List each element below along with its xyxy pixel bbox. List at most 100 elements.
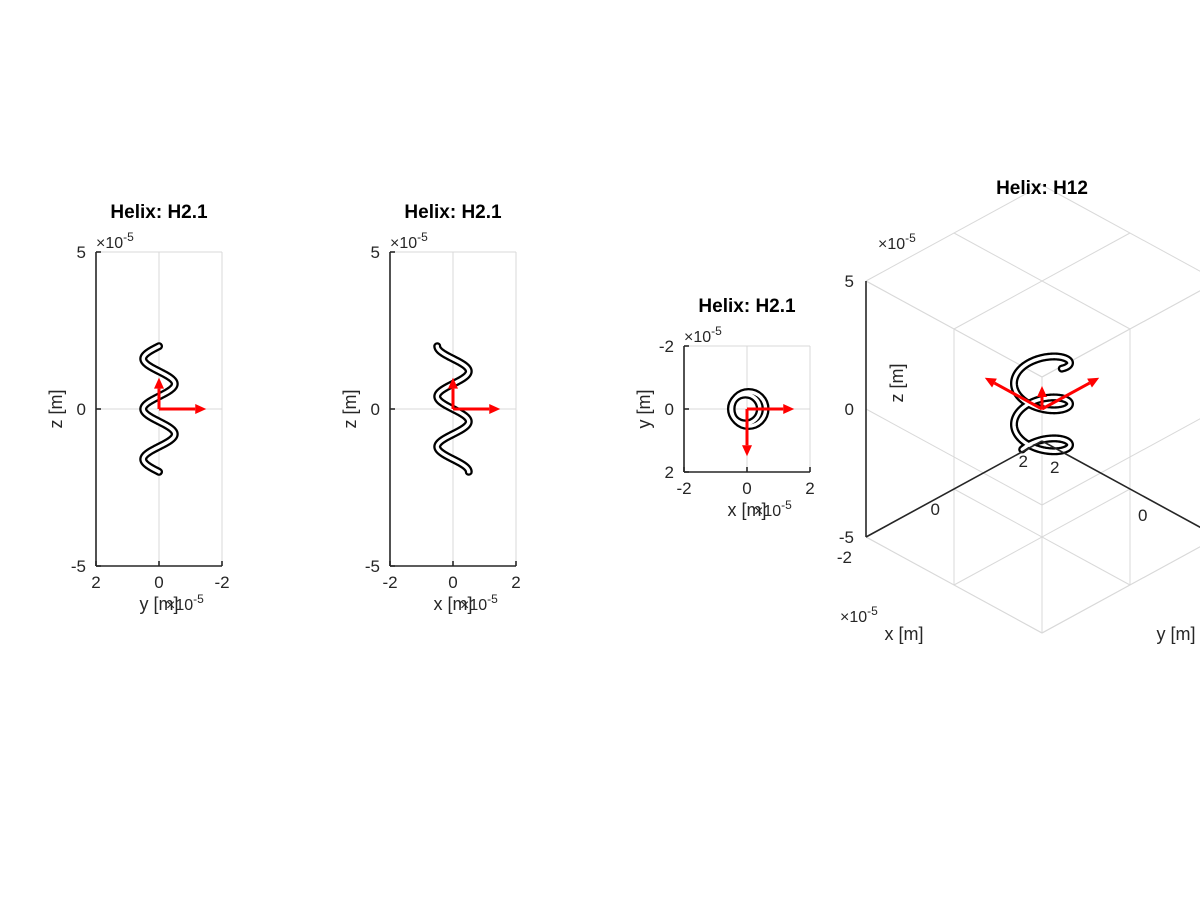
y-exponent-label-power: -5 (123, 230, 134, 244)
x-tick-label-0: -2 (676, 479, 691, 498)
y-tick-label-1: 0 (371, 400, 380, 419)
x-tick-label-2: 2 (805, 479, 814, 498)
frame-arrow-e2-head (1087, 377, 1100, 388)
x-tick-label-1: 0 (742, 479, 751, 498)
x-tick-label-0: -2 (382, 573, 397, 592)
frame-arrow-e1-head (195, 404, 207, 414)
x-axis-label: x [m] (885, 624, 924, 644)
y-tick-label-2: -5 (71, 557, 86, 576)
y-tick-label-1: 0 (77, 400, 86, 419)
x-tick-label-2: -2 (214, 573, 229, 592)
z-exponent-label-power: -5 (905, 231, 916, 245)
x-tick-label-2: 2 (511, 573, 520, 592)
frame-arrow-e1-head (783, 404, 795, 414)
y-exponent-label: ×10-5 (96, 230, 134, 252)
x-exponent-label-base: ×10 (460, 597, 487, 614)
frame-arrow-e1 (159, 404, 207, 414)
y-axis-label: z [m] (46, 390, 66, 429)
x-tick-label-1: 0 (931, 500, 940, 519)
frame-arrow-e3 (154, 377, 164, 409)
plot-title: Helix: H2.1 (698, 296, 796, 317)
frame-arrow-e1-head (984, 377, 997, 388)
frame-arrow-e2 (742, 409, 752, 457)
y-tick-label-0: 5 (371, 243, 380, 262)
frame-arrow-e2-shaft (1041, 381, 1091, 411)
y-tick-label-1: 0 (1138, 506, 1147, 525)
frame-arrows (742, 404, 795, 457)
frame-arrow-e3-head (448, 377, 458, 389)
frame-arrow-e2 (1041, 377, 1100, 411)
y-exponent-label-base: ×10 (96, 235, 123, 252)
z-exponent-label: ×10-5 (878, 231, 916, 253)
y-exponent-label: ×10-5 (684, 324, 722, 346)
y-axis-line (865, 440, 1043, 538)
x-exponent-label: ×10-5 (460, 592, 498, 614)
x-exponent-label: ×10-5 (840, 604, 878, 626)
z-exponent-label-base: ×10 (878, 236, 905, 253)
grid-top-y-2 (1041, 184, 1200, 272)
y-axis-label: y [m] (634, 390, 654, 429)
frame-arrow-e1-shaft (993, 381, 1043, 411)
grid-bottom-y-1 (953, 488, 1131, 586)
y-tick-label-2: 2 (1050, 458, 1059, 477)
x-tick-label-0: -2 (837, 548, 852, 567)
x-exponent-label-base: ×10 (166, 597, 193, 614)
y-tick-label-0: 5 (77, 243, 86, 262)
x-exponent-label-power: -5 (193, 592, 204, 606)
x-axis-label: x [m] (434, 594, 473, 614)
y-tick-label-2: -5 (365, 557, 380, 576)
grid-wall1-h-1 (1041, 418, 1200, 506)
z-tick-label-0: 5 (845, 272, 854, 291)
y-axis-label: y [m] (1157, 624, 1196, 644)
x-exponent-label-base: ×10 (840, 609, 867, 626)
x-exponent-label-power: -5 (781, 498, 792, 512)
x-exponent-label-power: -5 (867, 604, 878, 618)
grid-wall2-h-1 (865, 408, 1043, 506)
y-tick-label-0: -2 (659, 337, 674, 356)
x-axis-label: y [m] (140, 594, 179, 614)
frame-arrow-e1 (747, 404, 795, 414)
grid-bottom-y-0 (865, 536, 1043, 634)
grid-bottom-y-2 (1041, 440, 1200, 528)
x-tick-label-1: 0 (448, 573, 457, 592)
z-tick-label-2: -5 (839, 528, 854, 547)
y-exponent-label-power: -5 (711, 324, 722, 338)
frame-arrow-e1 (453, 404, 501, 414)
frame-arrow-e2-head (742, 445, 752, 457)
x-tick-label-2: 2 (1019, 452, 1028, 471)
y-exponent-label: ×10-5 (390, 230, 428, 252)
frame-arrows (154, 377, 207, 414)
plot-title: Helix: H2.1 (110, 202, 208, 223)
frame-arrow-e3-head (154, 377, 164, 389)
x-tick-label-0: 2 (91, 573, 100, 592)
x-exponent-label: ×10-5 (166, 592, 204, 614)
x-exponent-label-power: -5 (487, 592, 498, 606)
helix-tube-core (141, 344, 177, 474)
y-tick-label-2: 2 (665, 463, 674, 482)
z-axis-label: z [m] (887, 364, 907, 403)
x-exponent-label: ×10-5 (754, 498, 792, 520)
frame-arrow-e3 (448, 377, 458, 409)
grid-top-y-1 (953, 232, 1131, 330)
x-axis-label: x [m] (728, 500, 767, 520)
frame-arrows (448, 377, 501, 414)
y-tick-label-1: 0 (665, 400, 674, 419)
grid-wall1-h-0 (1041, 546, 1200, 634)
y-axis-label: z [m] (340, 390, 360, 429)
grid-top-y-0 (865, 280, 1043, 378)
frame-arrow-e1-head (489, 404, 501, 414)
plot-title: Helix: H12 (996, 178, 1088, 199)
frame-arrows (984, 377, 1100, 411)
frame-arrow-e1 (984, 377, 1043, 411)
x-exponent-label-base: ×10 (754, 503, 781, 520)
x-axis-line (1041, 440, 1200, 529)
grid-bottom-x-0 (1041, 546, 1200, 634)
frame-arrow-e3-head (1037, 385, 1047, 397)
z-tick-label-1: 0 (845, 400, 854, 419)
